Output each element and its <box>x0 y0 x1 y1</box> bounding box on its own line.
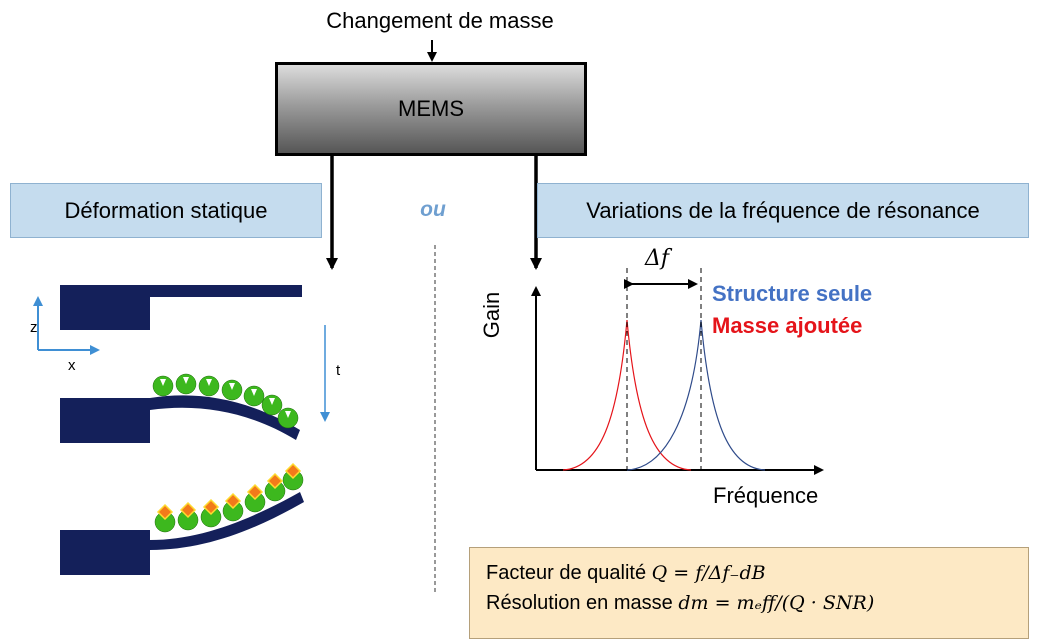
axis-z-label: z <box>30 319 38 336</box>
mems-label: MEMS <box>398 96 464 121</box>
static-deformation-label: Déformation statique <box>64 197 268 223</box>
static-deformation-banner: Déformation statique <box>10 183 322 238</box>
mass-resolution-label: Résolution en masse <box>486 592 673 614</box>
or-label: ou <box>420 198 446 221</box>
legend-structure-alone: Structure seule <box>712 281 873 306</box>
formula-box: Facteur de qualité Q = f/Δf₋dB Résolutio… <box>469 547 1029 639</box>
plot-x-label: Fréquence <box>713 483 819 508</box>
beam-unloaded <box>60 285 302 330</box>
curve-structure-alone <box>626 319 766 471</box>
quality-factor-label: Facteur de qualité <box>486 562 647 584</box>
mass-resolution-line: Résolution en masse dm = mₑff/(Q · SNR) <box>486 588 1012 618</box>
beam-with-added-mass <box>60 462 304 575</box>
quality-factor-formula: Q = f/Δf₋dB <box>651 562 766 584</box>
time-label: t <box>336 362 341 379</box>
plot-y-label: Gain <box>479 291 504 339</box>
axis-x-label: x <box>68 357 76 374</box>
resonance-frequency-label: Variations de la fréquence de résonance <box>586 197 980 223</box>
legend-added-mass: Masse ajoutée <box>712 313 863 338</box>
mems-block: MEMS <box>275 62 587 156</box>
beam-with-particles <box>60 373 300 443</box>
delta-f-label: Δf <box>645 246 670 271</box>
curve-added-mass <box>562 319 692 471</box>
quality-factor-line: Facteur de qualité Q = f/Δf₋dB <box>486 558 1012 588</box>
resonance-frequency-banner: Variations de la fréquence de résonance <box>537 183 1029 238</box>
mass-resolution-formula: dm = mₑff/(Q · SNR) <box>678 592 875 614</box>
mass-change-label: Changement de masse <box>326 8 554 33</box>
